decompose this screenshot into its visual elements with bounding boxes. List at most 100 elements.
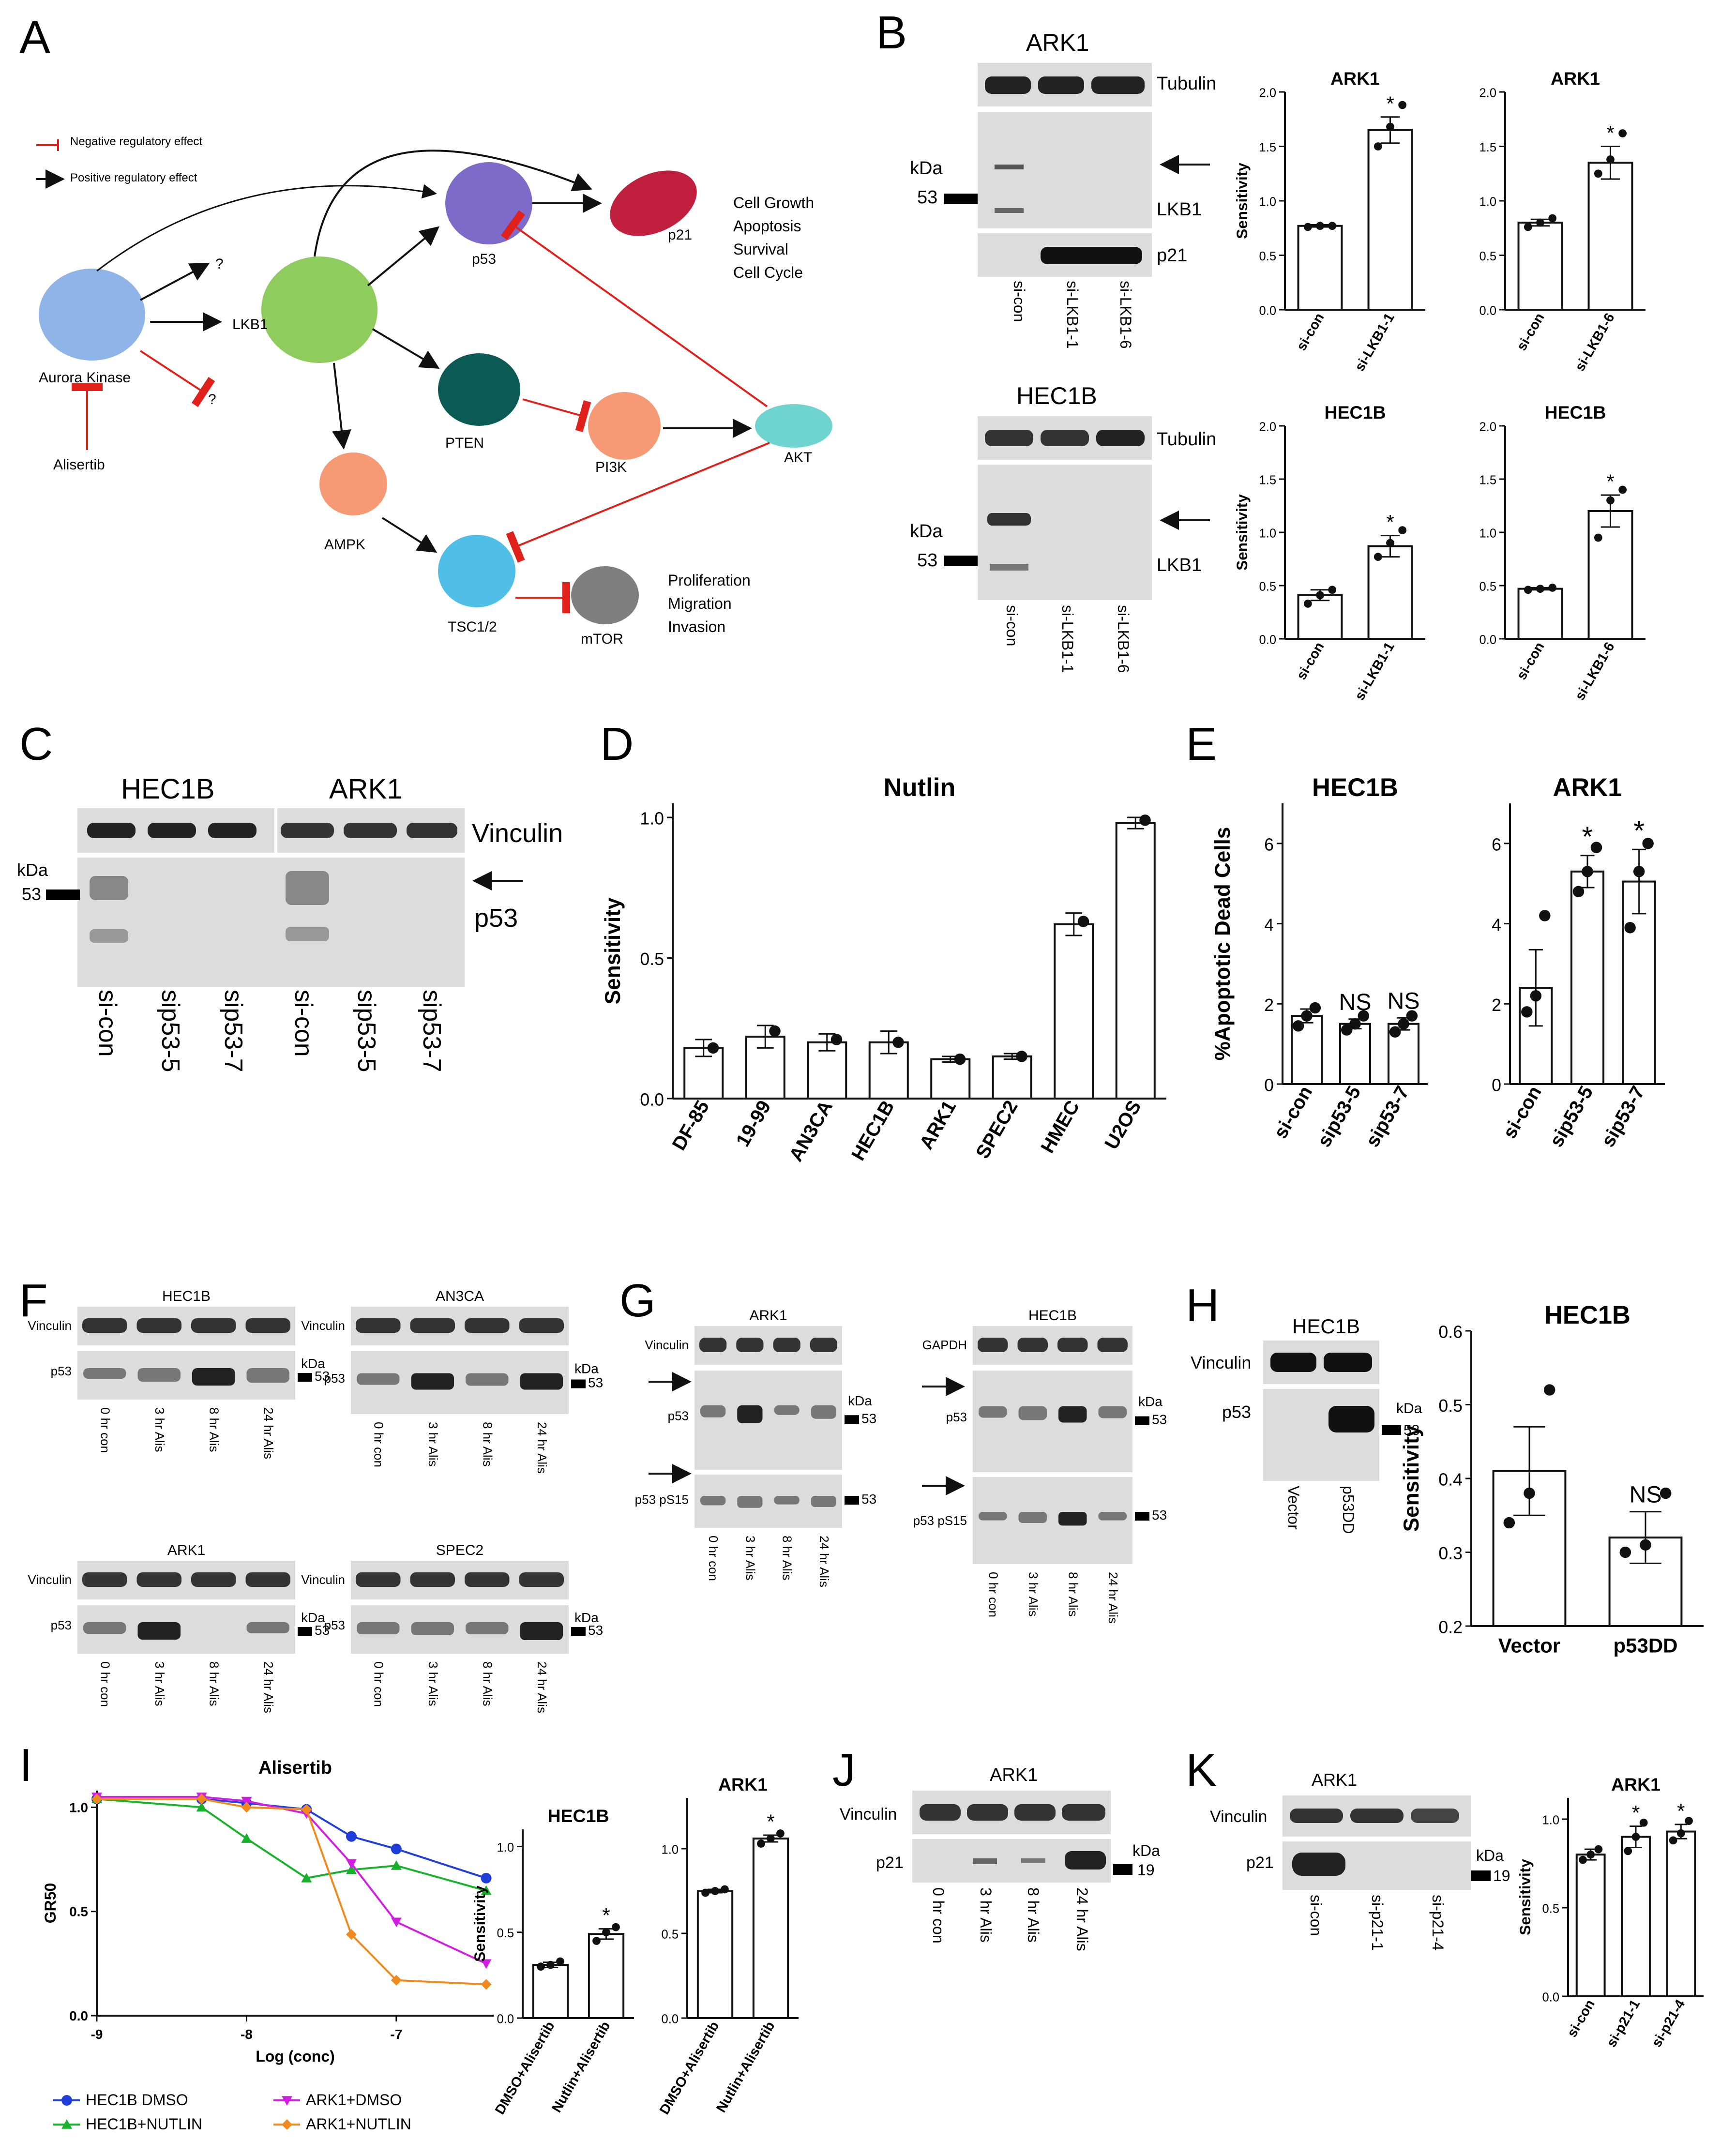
x-tick-label: si-con <box>1564 1997 1598 2040</box>
y-tick-label: 0.5 <box>1479 580 1496 594</box>
outcome-1-line-4: Cell Cycle <box>733 264 803 281</box>
x-tick-label: AN3CA <box>785 1097 837 1165</box>
chart-title: Alisertib <box>258 1758 332 1778</box>
blot-f-ark1-lane-label: 3 hr Alis <box>152 1661 167 1706</box>
blot-c-lane-5: sip53-5 <box>352 990 380 1072</box>
data-point <box>769 1025 781 1037</box>
y-axis-label: Sensitivity <box>1516 1859 1534 1935</box>
data-point <box>1631 1833 1640 1841</box>
blot-k-mw: 19 <box>1493 1867 1510 1885</box>
bar <box>1115 822 1156 1100</box>
data-point <box>1606 155 1615 164</box>
blot-f-hec1b-loading-band <box>82 1318 127 1333</box>
blot-g-ark1-loading-band <box>736 1338 764 1352</box>
blot-b-hec1b-lane-3: si-LKB1-6 <box>1115 605 1132 673</box>
x-tick-label: si-con <box>1514 640 1548 683</box>
blot-f-spec2-loading-band <box>410 1572 455 1587</box>
chart-H: 0.20.30.40.50.6HEC1BSensitivityVectorNSp… <box>1400 1301 1704 1657</box>
blot-f-an3ca-loading-band <box>410 1318 455 1333</box>
y-axis-label: Sensitivity <box>1233 494 1251 571</box>
significance-label: NS <box>1629 1482 1661 1508</box>
outcome-2-line-1: Proliferation <box>668 572 751 589</box>
data-point <box>1358 1010 1370 1022</box>
pathway-diagram: Negative regulatory effect Positive regu… <box>36 135 832 647</box>
bar <box>1587 510 1633 640</box>
blot-g-hec1b-p53-band <box>1018 1406 1047 1420</box>
blot-c-vinculin <box>77 808 465 853</box>
data-point <box>391 1975 402 1986</box>
panel-letter-f: F <box>19 1275 48 1327</box>
aurora-kinase-icon <box>39 269 145 361</box>
y-tick-label: 4 <box>1492 915 1501 935</box>
x-tick-label: Vector <box>1498 1634 1560 1657</box>
data-point <box>91 1794 102 1805</box>
blot-f-hec1b-lane-label: 24 hr Alis <box>261 1407 276 1459</box>
bar <box>1666 1830 1696 1997</box>
blot-f-an3ca-loading-band <box>519 1318 564 1333</box>
data-point <box>767 1834 775 1843</box>
data-point <box>301 1872 312 1883</box>
blot-b-ark1-p21-label: p21 <box>1157 245 1187 266</box>
data-point <box>1292 1020 1304 1032</box>
data-point <box>481 1885 492 1895</box>
y-tick-label: 1.0 <box>1259 527 1276 541</box>
legend-negative: Negative regulatory effect <box>70 135 202 148</box>
blot-g-ark1-p53 <box>694 1371 842 1470</box>
x-tick-label: p53DD <box>1613 1634 1677 1657</box>
blot-g-ark1-ps15-band <box>811 1496 836 1507</box>
panel-b-blots: ARK1 Tubulin LKB1 kDa 53 p21 si-con si-L… <box>910 29 1216 673</box>
bar <box>532 1964 569 2019</box>
blot-f-ark1-loading-label: Vinculin <box>28 1572 72 1587</box>
x-tick-label: si-con <box>1294 311 1328 354</box>
blot-f-an3ca-loading-band <box>465 1318 510 1333</box>
blot-f-spec2-lane-label: 3 hr Alis <box>426 1661 440 1706</box>
blot-c-lane-3: sip53-7 <box>219 990 247 1072</box>
bar <box>696 1890 734 2019</box>
aurora-kinase-label: Aurora Kinase <box>39 370 131 386</box>
data-point <box>721 1885 729 1894</box>
x-tick-label: U2OS <box>1101 1097 1145 1153</box>
panel-j-blot: ARK1 Vinculin p21 kDa 19 0 hr con 3 hr A… <box>840 1765 1160 1951</box>
data-point <box>1503 1517 1515 1529</box>
blot-f-spec2-lane-label: 24 hr Alis <box>535 1661 549 1713</box>
data-point <box>1328 586 1337 594</box>
data-point <box>481 1959 492 1969</box>
significance-label: * <box>602 1904 610 1927</box>
legend-label: ARK1+DMSO <box>306 2091 402 2109</box>
panel-letter-b: B <box>876 7 907 59</box>
blot-k-lane-2: si-p21-1 <box>1369 1895 1386 1951</box>
data-point <box>481 1979 492 1990</box>
x-tick-label: ARK1 <box>916 1097 960 1153</box>
blot-g-ark1-lane-label: 8 hr Alis <box>780 1536 795 1581</box>
series-line <box>97 1795 487 1965</box>
blot-f-an3ca-lane-label: 0 hr con <box>371 1422 386 1467</box>
data-point <box>1521 1006 1533 1018</box>
blot-f-hec1b-loading-label: Vinculin <box>28 1318 72 1333</box>
bar <box>1575 1854 1606 1997</box>
x-tick-label: -8 <box>241 2027 253 2042</box>
blot-g-hec1b-loading-band <box>1017 1338 1048 1352</box>
tsc-icon <box>438 535 515 607</box>
x-tick-label: si-p21-1 <box>1603 1997 1643 2050</box>
bar <box>1367 545 1413 640</box>
blot-h-title: HEC1B <box>1292 1315 1360 1338</box>
blot-g-ark1-lane-label: 24 hr Alis <box>817 1536 831 1587</box>
data-point <box>301 1804 312 1815</box>
outcome-1-line-1: Cell Growth <box>733 194 814 211</box>
data-point <box>1524 586 1532 594</box>
y-tick-label: 2.0 <box>1479 87 1496 100</box>
data-point <box>1139 814 1151 826</box>
blot-g-hec1b-lane-label: 24 hr Alis <box>1106 1572 1120 1624</box>
blot-f-an3ca-title: AN3CA <box>436 1288 484 1304</box>
blot-b-hec1b-title: HEC1B <box>1016 382 1097 409</box>
chart-title: HEC1B <box>547 1806 609 1826</box>
data-point <box>612 1923 620 1931</box>
data-point <box>1586 1850 1595 1859</box>
panel-letter-e: E <box>1186 718 1217 770</box>
